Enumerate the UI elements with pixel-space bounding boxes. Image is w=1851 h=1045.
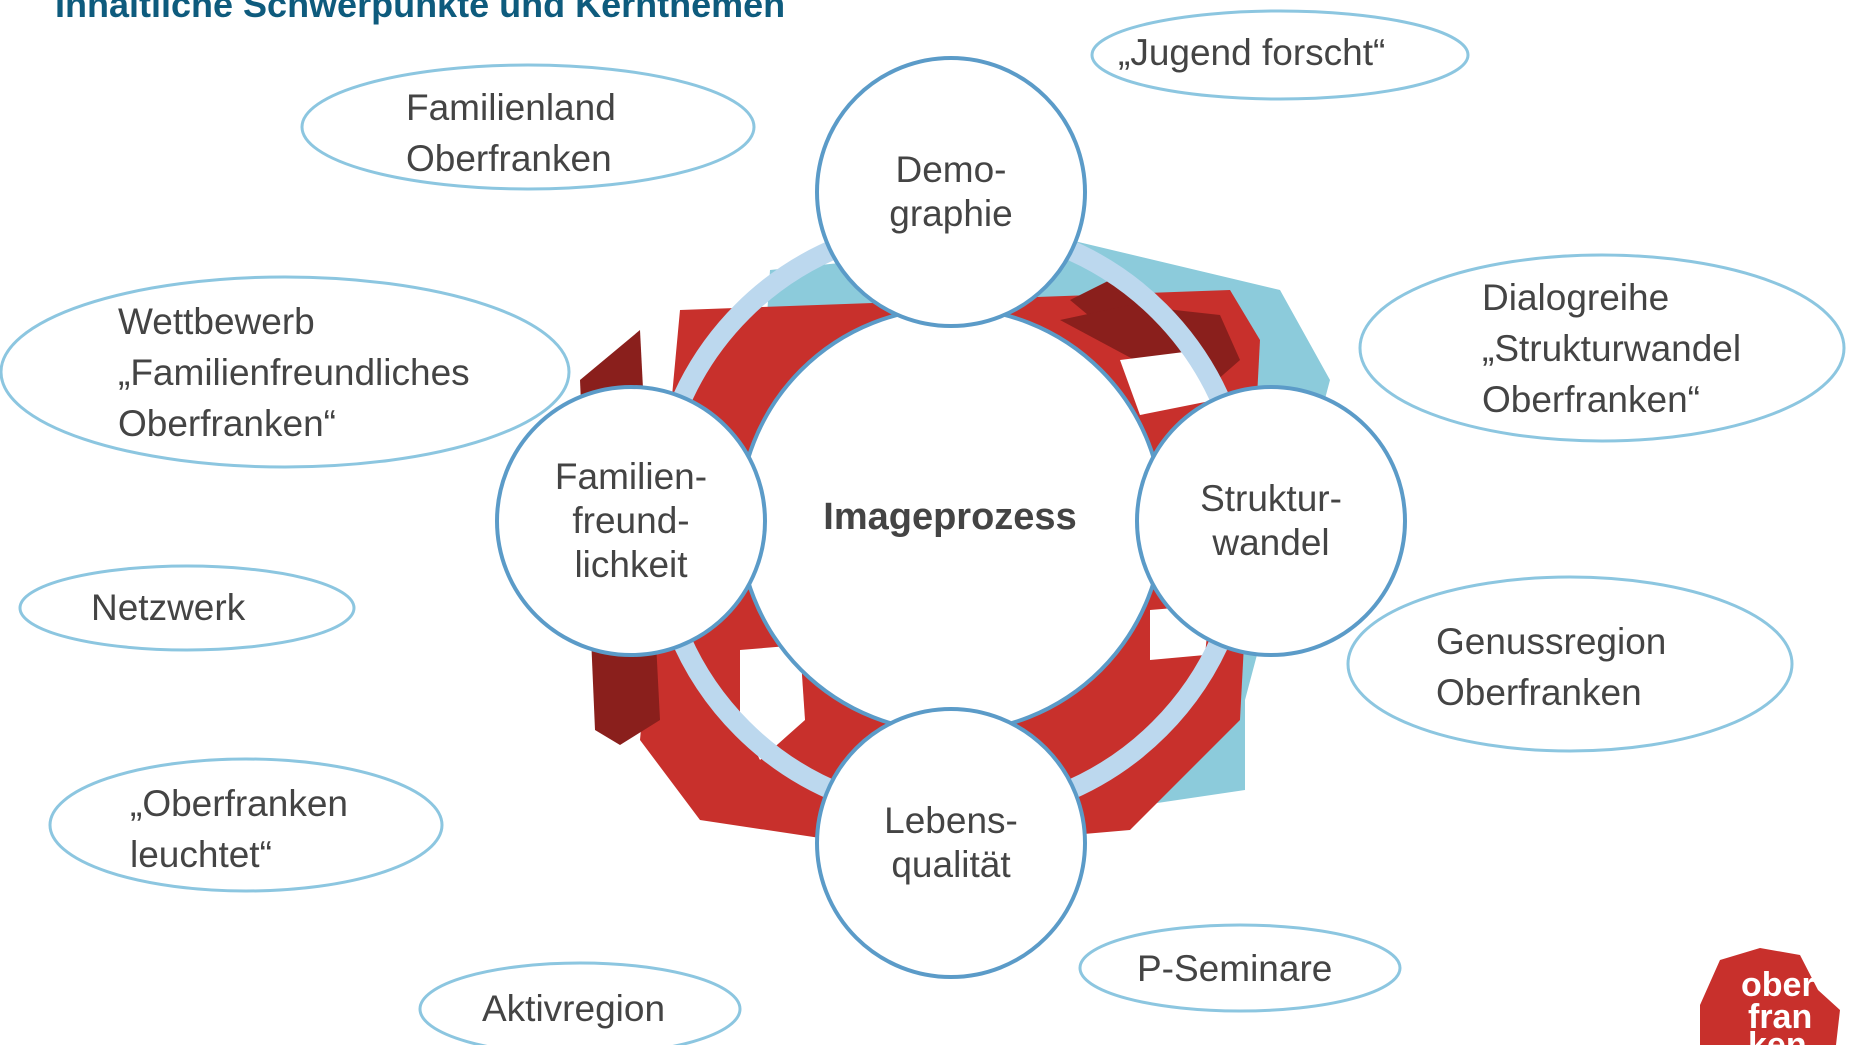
oval-netzwerk [18,564,356,652]
oval-label-wettbewerb: Wettbewerb „Familienfreundliches Oberfra… [118,301,470,444]
oval-label-familienland: Familienland Oberfranken [406,87,616,179]
oval-familienland [300,63,756,191]
oval-label-p-seminare: P-Seminare [1137,948,1333,989]
oval-label-genussregion: Genussregion Oberfranken [1436,621,1667,713]
circle-lebensqualitaet [815,707,1087,979]
oval-label-aktivregion: Aktivregion [482,988,666,1029]
circle-label-lebensqualitaet: Lebens- qualität [884,800,1018,885]
circle-familienfreundlichkeit [495,385,767,657]
oval-label-oberfranken-leuchtet: „Oberfranken leuchtet“ [130,783,348,875]
oval-label-dialogreihe: Dialogreihe „Strukturwandel Oberfranken“ [1482,277,1742,420]
page-title: Inhaltliche Schwerpunkte und Kernthemen [55,0,786,25]
circle-label-strukturwandel: Struktur- wandel [1200,478,1342,563]
logo-word-2: fran [1748,998,1812,1036]
oval-wettbewerb [0,275,571,469]
logo-word-3: ken [1748,1026,1807,1045]
oval-genussregion [1346,575,1794,753]
oval-jugend-forscht [1090,9,1470,101]
circle-demographie [815,56,1087,328]
circle-label-demographie: Demo- graphie [889,149,1013,234]
oval-dialogreihe [1358,253,1846,443]
circle-label-familienfreundlichkeit: Familien- freund- lichkeit [554,456,708,585]
oval-label-jugend-forscht: „Jugend forscht“ [1118,32,1386,73]
oval-oberfranken-leuchtet [48,757,444,893]
oberfranken-logo: ober fran ken [1700,948,1840,1045]
circle-strukturwandel [1135,385,1407,657]
oval-p-seminare [1078,923,1402,1013]
logo-word-1: ober [1741,966,1815,1004]
oval-aktivregion [418,961,742,1045]
oval-label-netzwerk: Netzwerk [91,587,246,628]
center-label: Imageprozess [823,496,1077,538]
